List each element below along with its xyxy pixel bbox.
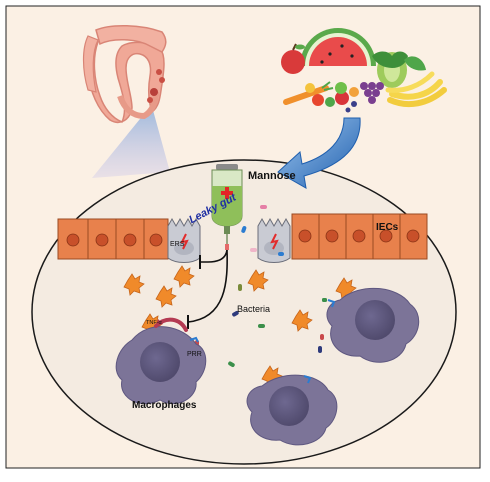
food-illustration [281, 28, 447, 113]
mannose-label: Mannose [248, 170, 296, 182]
colon-illustration [82, 24, 167, 124]
mannose-iv-bag [211, 164, 243, 250]
macrophage-left [115, 317, 207, 405]
ers-label: ERS [170, 241, 185, 248]
iecs-label: IECs [376, 222, 399, 233]
inhibit-line-macrophage [187, 249, 228, 323]
macrophage-bottom [246, 374, 338, 446]
macrophage-right-top [322, 287, 420, 363]
stressed-cell-right [257, 217, 291, 263]
bacteria-label: Bacteria [237, 304, 270, 314]
prr-label: PRR [187, 351, 202, 358]
epithelial-cells-right [291, 213, 428, 260]
macrophages-label: Macrophages [132, 400, 197, 411]
tnf-label: TNF-α [146, 320, 163, 326]
epithelial-cells-left [57, 218, 169, 260]
diet-to-mannose-arrow [277, 117, 361, 189]
